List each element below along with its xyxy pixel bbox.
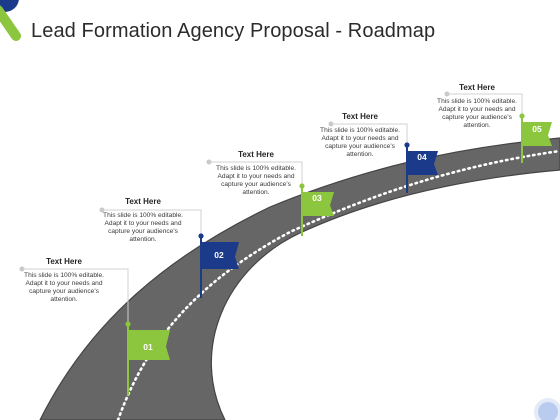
milestone-flag bbox=[201, 242, 239, 269]
milestone-flag bbox=[522, 122, 552, 146]
milestone-heading: Text Here bbox=[46, 257, 82, 266]
milestone-callout-03: Text Here This slide is 100% editable. A… bbox=[208, 150, 304, 197]
guide-line bbox=[22, 268, 129, 324]
milestone-flags bbox=[125, 113, 552, 395]
corner-navy-circle bbox=[0, 0, 19, 12]
flag-knob bbox=[299, 183, 305, 189]
milestone-number-05: 05 bbox=[532, 124, 542, 134]
guide-line bbox=[447, 93, 523, 116]
flag-knob bbox=[125, 321, 131, 327]
milestone-number-04: 04 bbox=[417, 152, 427, 162]
milestone-number-03: 03 bbox=[312, 193, 322, 203]
milestone-callout-05: Text Here This slide is 100% editable. A… bbox=[429, 83, 525, 130]
guide-line bbox=[102, 209, 202, 236]
milestone-flag bbox=[302, 192, 334, 216]
milestone-callout-01: Text Here This slide is 100% editable. A… bbox=[16, 257, 112, 304]
flag-knob bbox=[519, 113, 525, 119]
milestone-flag bbox=[128, 330, 170, 360]
milestone-number-02: 02 bbox=[214, 250, 224, 260]
milestone-flag bbox=[407, 151, 438, 175]
guide-lines bbox=[19, 91, 523, 324]
milestone-description: This slide is 100% editable. Adapt it to… bbox=[103, 212, 183, 243]
guide-line bbox=[209, 161, 303, 186]
milestone-heading: Text Here bbox=[459, 83, 495, 92]
guide-line bbox=[331, 123, 408, 145]
milestone-description: This slide is 100% editable. Adapt it to… bbox=[216, 165, 296, 196]
milestone-description: This slide is 100% editable. Adapt it to… bbox=[24, 272, 104, 303]
milestone-description: This slide is 100% editable. Adapt it to… bbox=[437, 98, 517, 129]
corner-blue-circle bbox=[538, 402, 558, 420]
milestone-callout-04: Text Here This slide is 100% editable. A… bbox=[312, 112, 408, 159]
milestone-number-01: 01 bbox=[143, 342, 153, 352]
slide-title: Lead Formation Agency Proposal - Roadmap bbox=[31, 20, 436, 42]
milestone-description: This slide is 100% editable. Adapt it to… bbox=[320, 127, 400, 158]
flag-knob bbox=[198, 233, 204, 239]
milestone-heading: Text Here bbox=[342, 112, 378, 121]
flag-knob bbox=[404, 142, 410, 148]
milestone-heading: Text Here bbox=[238, 150, 274, 159]
corner-green-bar bbox=[0, 5, 21, 41]
milestone-heading: Text Here bbox=[125, 197, 161, 206]
milestone-callout-02: Text Here This slide is 100% editable. A… bbox=[95, 197, 191, 244]
